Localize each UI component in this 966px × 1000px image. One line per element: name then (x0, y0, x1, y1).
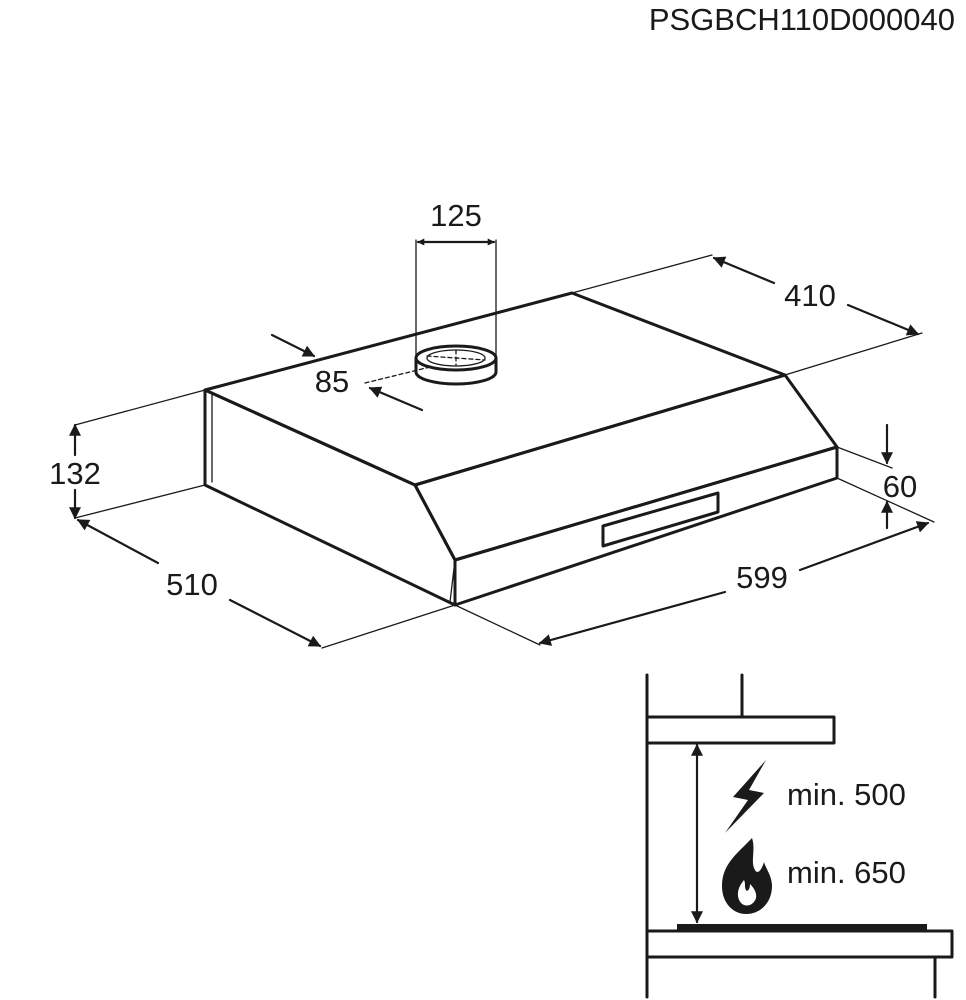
hob-silhouette (645, 929, 954, 959)
dimension-width: 599 (538, 521, 930, 646)
side-depth-label: 510 (166, 567, 218, 602)
gas-clearance-label: min. 650 (787, 855, 906, 890)
duct-offset-label: 85 (315, 364, 349, 399)
lightning-bolt-icon (725, 760, 766, 833)
exhaust-duct (364, 239, 498, 386)
extension-lines (74, 254, 935, 649)
control-panel (601, 491, 720, 548)
height-label: 132 (49, 456, 101, 491)
clearance-diagram: min. 500 min. 650 (645, 673, 954, 999)
dimension-height: 132 (49, 423, 101, 520)
hob-surface (677, 924, 927, 931)
dimension-duct-diameter: 125 (416, 198, 496, 246)
depth-label: 410 (784, 278, 836, 313)
dimension-side-depth: 510 (76, 518, 322, 648)
front-height-label: 60 (883, 469, 917, 504)
dimension-front-height: 60 (881, 423, 917, 530)
width-label: 599 (736, 560, 788, 595)
flame-icon (722, 838, 772, 914)
hood-silhouette (645, 715, 836, 745)
document-code: PSGBCH110D000040 (649, 2, 955, 37)
duct-diameter-label: 125 (430, 198, 482, 233)
hood-left-face (203, 388, 457, 607)
dimension-duct-offset: 85 (270, 333, 424, 412)
hood-top-face (203, 291, 787, 487)
electric-clearance-label: min. 500 (787, 777, 906, 812)
duct-collar (414, 344, 498, 372)
dimension-depth: 410 (712, 256, 920, 336)
hood-body (203, 291, 839, 607)
hood-front-slope (413, 373, 839, 562)
